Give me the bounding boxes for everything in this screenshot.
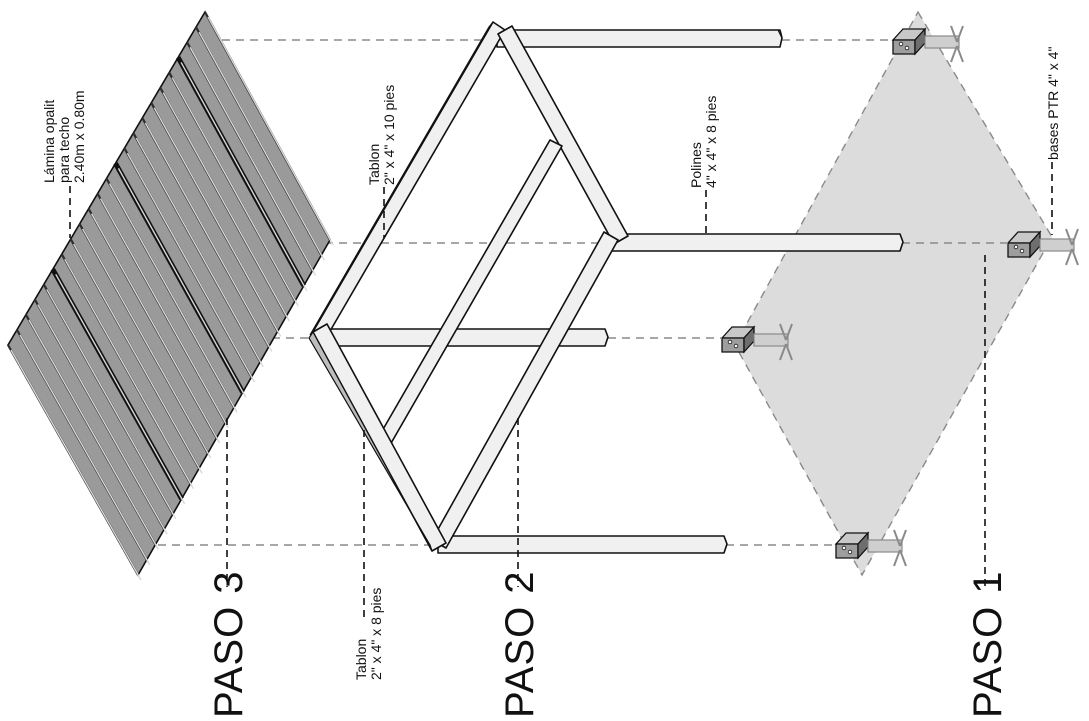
step-3-roof-sheet bbox=[7, 10, 334, 581]
corrugation-highlight bbox=[135, 137, 264, 368]
ptr-base bbox=[720, 323, 793, 361]
top-beam-label-line-2: 2" x 4" x 10 pies bbox=[381, 85, 397, 185]
post bbox=[609, 233, 904, 252]
corrugation-highlight bbox=[171, 77, 299, 307]
corrugation-highlight bbox=[82, 228, 212, 459]
step-1-group bbox=[720, 10, 1079, 577]
corrugation-highlight bbox=[46, 289, 177, 520]
corrugation-highlight bbox=[189, 46, 317, 276]
corrugation-highlight bbox=[28, 319, 160, 550]
ptr-base bbox=[1006, 228, 1079, 266]
ptr-base bbox=[891, 25, 964, 63]
step-3-label: PASO 3 bbox=[207, 570, 251, 718]
corrugation-highlight bbox=[144, 122, 273, 352]
post bbox=[437, 535, 728, 554]
bottom-beam-label-line-2: 2" x 4" x 8 pies bbox=[368, 588, 384, 680]
posts-annotation: Polines 4" x 4" x 8 pies bbox=[688, 96, 719, 188]
posts-label-line-2: 4" x 4" x 8 pies bbox=[703, 96, 719, 188]
top-beam-annotation: Tablon 2" x 4" x 10 pies bbox=[366, 85, 397, 185]
corrugation-highlight bbox=[90, 213, 221, 444]
corrugation-highlight bbox=[153, 107, 282, 337]
beam-bottom-right bbox=[431, 231, 619, 549]
roof-sheet bbox=[7, 10, 331, 577]
corrugation-highlight bbox=[126, 152, 256, 383]
bottom-beam-label-line-1: Tablon bbox=[353, 639, 369, 680]
corrugation-highlight bbox=[162, 92, 290, 322]
roof-sheet-label-line-3: 2.40m x 0.80m bbox=[71, 90, 87, 183]
bases-annotation: bases PTR 4" x 4" bbox=[1045, 47, 1061, 160]
beam-top-right bbox=[497, 25, 629, 245]
corrugation-highlight bbox=[37, 304, 168, 535]
post bbox=[496, 29, 783, 48]
corrugation-highlight bbox=[207, 16, 334, 246]
corrugation-highlight bbox=[108, 183, 238, 413]
corrugation-highlight bbox=[198, 31, 325, 261]
corrugation-highlight bbox=[55, 273, 186, 505]
bottom-beam-annotation: Tablon 2" x 4" x 8 pies bbox=[353, 588, 384, 680]
ptr-base bbox=[834, 529, 907, 567]
corrugation-highlight bbox=[10, 349, 142, 581]
corrugation-highlight bbox=[117, 168, 247, 398]
corrugation-highlight bbox=[73, 243, 203, 474]
posts-label-line-1: Polines bbox=[688, 142, 704, 188]
bases-label: bases PTR 4" x 4" bbox=[1045, 47, 1061, 160]
roof-sheet-annotation: Lámina opalit para techo 2.40m x 0.80m bbox=[41, 90, 87, 183]
corrugation-highlight bbox=[64, 258, 194, 489]
roof-sheet-label-line-2: para techo bbox=[56, 117, 72, 183]
step-1-label: PASO 1 bbox=[966, 570, 1010, 718]
top-beam-label-line-1: Tablon bbox=[366, 144, 382, 185]
leader-lines bbox=[69, 162, 1053, 620]
corrugation-highlight bbox=[180, 62, 308, 292]
roof-sheet-label-line-1: Lámina opalit bbox=[41, 100, 57, 183]
roof-corrugations bbox=[7, 11, 334, 581]
corrugation-highlight bbox=[99, 198, 229, 429]
corrugation-highlight bbox=[19, 334, 151, 566]
step-2-frame bbox=[308, 21, 904, 554]
ground-footprint bbox=[734, 10, 1053, 577]
step-2-label: PASO 2 bbox=[498, 570, 542, 718]
